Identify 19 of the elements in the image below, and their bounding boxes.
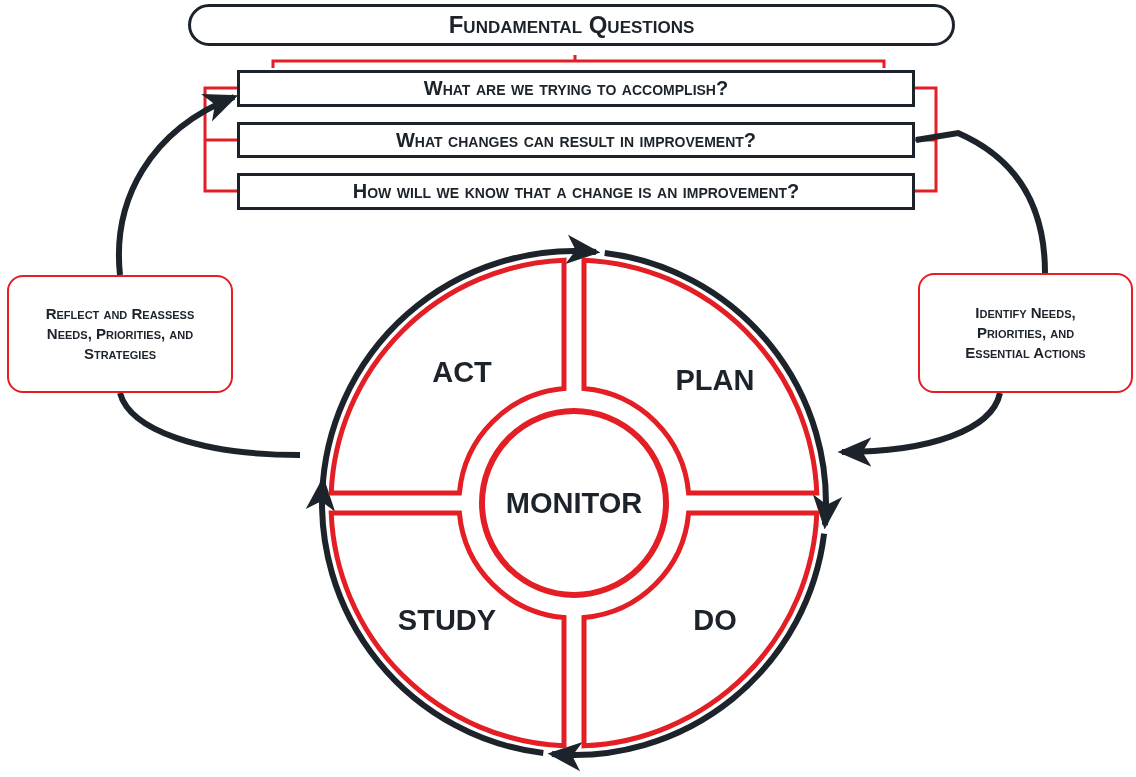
step-box: Reflect and Reassess Needs, Priorities, and Strategies	[7, 275, 233, 393]
quadrant-segment	[584, 513, 817, 746]
cycle-arrow	[116, 94, 239, 276]
phase-label: DO	[693, 603, 737, 637]
quadrant-segment	[584, 260, 817, 493]
cycle-arrow	[837, 392, 1003, 467]
heading-pill: Fundamental Questions	[188, 4, 955, 46]
cycle-arrow	[547, 533, 828, 770]
phase-label: STUDY	[397, 603, 497, 637]
question-box: How will we know that a change is an improvement?	[237, 173, 915, 210]
phase-label: PLAN	[675, 363, 755, 397]
phase-label: ACT	[432, 355, 492, 389]
quadrant-segment	[331, 260, 564, 493]
question-box: What changes can result in improvement?	[237, 122, 915, 158]
step-box: Identify Needs, Priorities, and Essential Actions	[918, 273, 1133, 393]
center-circle: MONITOR	[479, 408, 669, 598]
cycle-arrow	[604, 249, 841, 530]
quadrant-segment	[331, 513, 564, 746]
question-box: What are we trying to accomplish?	[237, 70, 915, 107]
